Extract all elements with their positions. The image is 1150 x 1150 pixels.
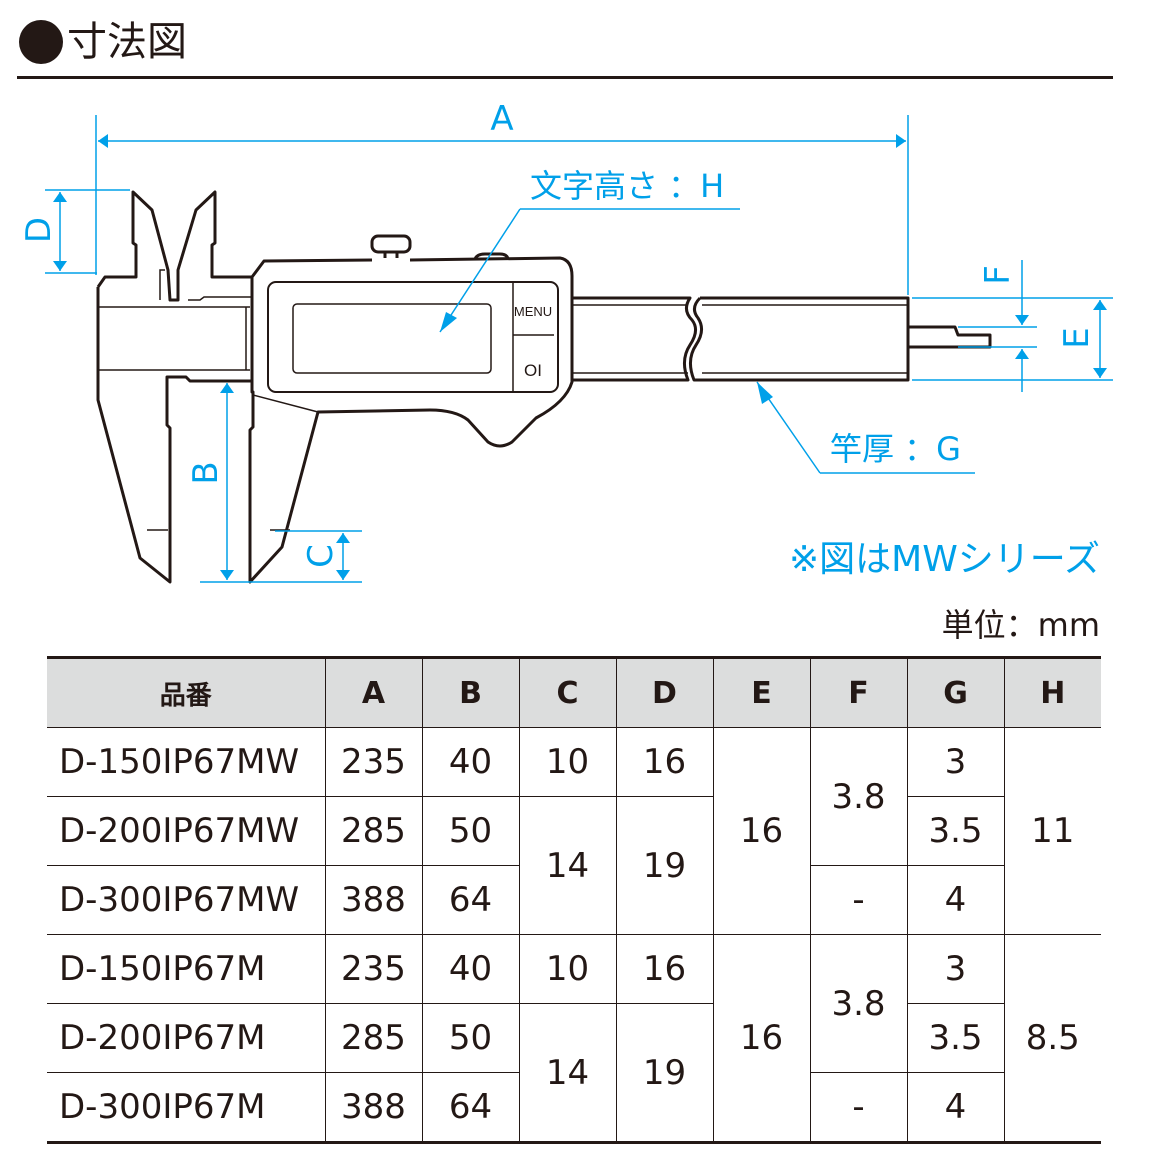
caliper-dimension-drawing: MENU OI A D B C F E 文字高さ ：H 竿厚 ：G xyxy=(19,99,1113,584)
menu-button-label: MENU xyxy=(514,304,552,319)
cell-f: - xyxy=(809,1072,908,1143)
dim-label-e: E xyxy=(1057,327,1097,348)
dimension-table: 品番 A B C D E F G H D-150IP67MW 235 40 10… xyxy=(47,656,1101,1144)
model-cell: D-150IP67M xyxy=(47,934,326,1004)
table-row: D-300IP67M 388 64 - 4 xyxy=(47,1072,1101,1143)
cell-d: 16 xyxy=(615,727,714,797)
cell-b: 40 xyxy=(421,934,520,1004)
dim-label-c: C xyxy=(301,544,341,568)
header-b: B xyxy=(421,657,520,728)
cell-e: 16 xyxy=(712,934,811,1143)
model-cell: D-150IP67MW xyxy=(47,727,326,797)
cell-b: 50 xyxy=(421,796,520,866)
cell-f: 3.8 xyxy=(809,934,908,1073)
cell-a: 235 xyxy=(324,934,423,1004)
cell-f: - xyxy=(809,865,908,935)
cell-f: 3.8 xyxy=(809,727,908,866)
table-header-row: 品番 A B C D E F G H xyxy=(47,657,1101,728)
table-row: D-200IP67MW 285 50 14 19 3.5 xyxy=(47,796,1101,935)
header-a: A xyxy=(324,657,423,728)
cell-a: 285 xyxy=(324,796,423,866)
header-d: D xyxy=(615,657,714,728)
cell-c: 14 xyxy=(518,796,617,935)
cell-h: 8.5 xyxy=(1003,934,1101,1143)
cell-b: 40 xyxy=(421,727,520,797)
table-row: D-300IP67MW 388 64 - 4 xyxy=(47,865,1101,935)
series-note: ※図はMWシリーズ xyxy=(788,539,1100,580)
header-h: H xyxy=(1003,657,1101,728)
cell-d: 19 xyxy=(615,1003,714,1143)
cell-a: 285 xyxy=(324,1003,423,1073)
cell-c: 10 xyxy=(518,727,617,797)
model-cell: D-300IP67M xyxy=(47,1072,326,1143)
section-heading: 寸法図 xyxy=(17,14,1113,79)
cell-b: 64 xyxy=(421,865,520,935)
cell-g: 4 xyxy=(906,865,1004,935)
arrowhead-icon xyxy=(440,312,457,332)
unit-label: 単位：mm xyxy=(941,606,1100,644)
cell-b: 64 xyxy=(421,1072,520,1143)
cell-g: 3.5 xyxy=(906,1003,1004,1073)
table-row: D-150IP67M 235 40 10 16 16 3.8 3 8.5 xyxy=(47,934,1101,1143)
cell-h: 11 xyxy=(1003,727,1101,935)
cell-g: 3 xyxy=(906,727,1005,797)
header-e: E xyxy=(712,657,811,728)
cell-c: 10 xyxy=(518,934,617,1004)
cell-a: 235 xyxy=(324,727,423,797)
cell-a: 388 xyxy=(324,865,423,935)
beam-thickness-label: 竿厚 ：G xyxy=(830,430,961,468)
cell-c: 14 xyxy=(518,1003,617,1143)
model-cell: D-300IP67MW xyxy=(47,865,326,935)
table-row: D-150IP67MW 235 40 10 16 16 3.8 3 11 xyxy=(47,727,1101,935)
arrowhead-icon xyxy=(757,382,773,404)
dim-label-d: D xyxy=(19,217,59,243)
cell-g: 3.5 xyxy=(906,796,1004,866)
caliper-detail-lines xyxy=(98,269,908,531)
header-g: G xyxy=(906,657,1005,728)
cell-g: 3 xyxy=(906,934,1005,1004)
table-row: D-200IP67M 285 50 14 19 3.5 xyxy=(47,1003,1101,1143)
cell-d: 16 xyxy=(615,934,714,1004)
caliper-outline xyxy=(96,190,992,584)
power-button-label: OI xyxy=(524,361,542,380)
dimension-lines xyxy=(45,115,1113,583)
bullet-icon xyxy=(19,20,63,64)
model-cell: D-200IP67MW xyxy=(47,796,326,866)
header-c: C xyxy=(518,657,617,728)
cell-g: 4 xyxy=(906,1072,1004,1143)
dim-label-b: B xyxy=(186,461,226,484)
section-title: 寸法図 xyxy=(67,19,187,65)
char-height-label: 文字高さ ：H xyxy=(530,167,724,205)
cell-a: 388 xyxy=(324,1072,423,1143)
dim-label-f: F xyxy=(978,265,1018,285)
dim-label-a: A xyxy=(490,99,513,139)
cell-e: 16 xyxy=(712,727,811,935)
header-f: F xyxy=(809,657,908,728)
header-model: 品番 xyxy=(47,657,326,728)
cell-b: 50 xyxy=(421,1003,520,1073)
model-cell: D-200IP67M xyxy=(47,1003,326,1073)
cell-d: 19 xyxy=(615,796,714,935)
